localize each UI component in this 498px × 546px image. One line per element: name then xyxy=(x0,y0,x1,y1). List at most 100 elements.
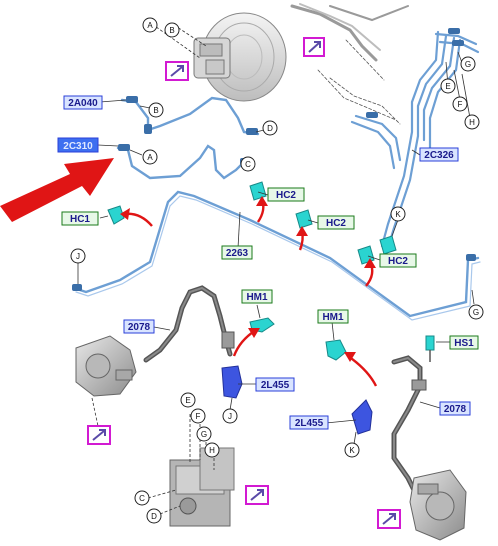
svg-text:E: E xyxy=(445,82,450,91)
svg-text:K: K xyxy=(395,210,401,219)
callout-C-tube: C xyxy=(240,156,256,172)
hc1-clip xyxy=(107,205,125,225)
svg-text:2263: 2263 xyxy=(226,248,249,259)
main-highlight-arrow xyxy=(0,158,114,222)
right-flex-hose xyxy=(391,355,427,493)
tube-2263 xyxy=(72,190,481,321)
svg-text:HM1: HM1 xyxy=(322,312,344,323)
svg-text:HS1: HS1 xyxy=(454,338,474,349)
left-flex-hose xyxy=(143,285,235,363)
svg-text:HC2: HC2 xyxy=(276,190,296,201)
label-hc2-a: HC2 xyxy=(267,187,305,202)
callout-C-hcu: C xyxy=(134,490,150,506)
callout-D-hcu: D xyxy=(146,508,162,524)
label-2L455-left: 2L455 xyxy=(255,377,295,392)
label-hm1-left: HM1 xyxy=(241,289,273,304)
callout-G-hcu: G xyxy=(196,426,212,442)
svg-text:E: E xyxy=(185,396,190,405)
svg-text:HM1: HM1 xyxy=(246,292,268,303)
label-hs1: HS1 xyxy=(449,335,479,350)
label-hc2-b: HC2 xyxy=(317,215,355,230)
svg-text:2A040: 2A040 xyxy=(68,98,98,109)
view-icon-booster[interactable] xyxy=(165,61,189,81)
svg-text:2078: 2078 xyxy=(128,322,151,333)
tube-2C310 xyxy=(116,144,252,180)
svg-text:2L455: 2L455 xyxy=(295,418,324,429)
callout-K-top: K xyxy=(390,206,406,222)
view-icon-right-caliper[interactable] xyxy=(377,509,401,529)
svg-text:D: D xyxy=(151,512,157,521)
label-2078-left: 2078 xyxy=(123,319,155,334)
label-2078-right: 2078 xyxy=(439,401,471,416)
svg-text:F: F xyxy=(196,412,201,421)
view-icon-top[interactable] xyxy=(303,37,325,57)
label-2C310: 2C310 xyxy=(57,137,99,153)
label-hm1-right: HM1 xyxy=(317,309,349,324)
svg-text:2C310: 2C310 xyxy=(63,141,93,152)
svg-text:C: C xyxy=(245,160,251,169)
svg-text:2L455: 2L455 xyxy=(261,380,290,391)
svg-text:G: G xyxy=(473,308,479,317)
hc2-clip-a xyxy=(249,181,267,201)
view-icon-hcu[interactable] xyxy=(245,485,269,505)
hcu-module xyxy=(147,414,235,527)
callout-F-hcu: F xyxy=(190,408,206,424)
callout-H-top: H xyxy=(464,114,480,130)
label-2L455-right: 2L455 xyxy=(289,415,329,430)
svg-text:J: J xyxy=(76,252,80,261)
svg-text:HC2: HC2 xyxy=(326,218,346,229)
callout-B-booster: B xyxy=(164,22,180,38)
callout-K-bracket: K xyxy=(344,442,360,458)
svg-text:G: G xyxy=(465,60,471,69)
svg-text:K: K xyxy=(349,446,355,455)
red-arrow-heads xyxy=(120,196,376,362)
label-2C326: 2C326 xyxy=(419,147,459,162)
label-2A040: 2A040 xyxy=(63,95,103,110)
svg-text:H: H xyxy=(469,118,475,127)
svg-text:A: A xyxy=(147,21,153,30)
svg-text:B: B xyxy=(169,26,174,35)
svg-text:HC2: HC2 xyxy=(388,256,408,267)
svg-text:A: A xyxy=(147,153,153,162)
callout-H-hcu: H xyxy=(204,442,220,458)
svg-text:C: C xyxy=(139,494,145,503)
right-caliper xyxy=(409,469,467,541)
hs1-fastener xyxy=(425,335,450,362)
callout-F-top: F xyxy=(452,96,468,112)
tube-2A040 xyxy=(120,96,260,136)
callout-G-top: G xyxy=(460,56,476,72)
svg-text:J: J xyxy=(228,412,232,421)
left-caliper xyxy=(75,335,137,427)
hm1-right-clip xyxy=(325,321,347,361)
svg-text:G: G xyxy=(201,430,207,439)
callout-G-tube: G xyxy=(468,304,484,320)
hm1-left-clip xyxy=(249,304,275,333)
view-icon-left-caliper[interactable] xyxy=(87,425,111,445)
right-bracket-2L455 xyxy=(351,399,373,445)
callout-E-hcu: E xyxy=(180,392,196,408)
callout-J-bracket: J xyxy=(222,408,238,424)
svg-text:D: D xyxy=(267,124,273,133)
label-hc2-c: HC2 xyxy=(379,253,417,268)
label-hc1: HC1 xyxy=(61,211,99,226)
callout-J-tube: J xyxy=(70,248,86,264)
callout-B-tube: B xyxy=(148,102,164,118)
callout-A-booster: A xyxy=(142,17,158,33)
svg-text:H: H xyxy=(209,446,215,455)
svg-text:2078: 2078 xyxy=(444,404,467,415)
svg-text:HC1: HC1 xyxy=(70,214,90,225)
left-bracket-2L455 xyxy=(221,365,243,411)
hc2-clip-b xyxy=(295,209,313,229)
svg-text:B: B xyxy=(153,106,158,115)
leader-lines xyxy=(77,51,475,424)
svg-text:F: F xyxy=(458,100,463,109)
callout-E-top: E xyxy=(440,78,456,94)
callout-A-tube: A xyxy=(142,149,158,165)
callout-D-tube: D xyxy=(262,120,278,136)
brake-booster xyxy=(151,12,287,102)
svg-text:2C326: 2C326 xyxy=(424,150,454,161)
top-right-clip xyxy=(379,235,397,255)
label-2263: 2263 xyxy=(221,245,253,260)
